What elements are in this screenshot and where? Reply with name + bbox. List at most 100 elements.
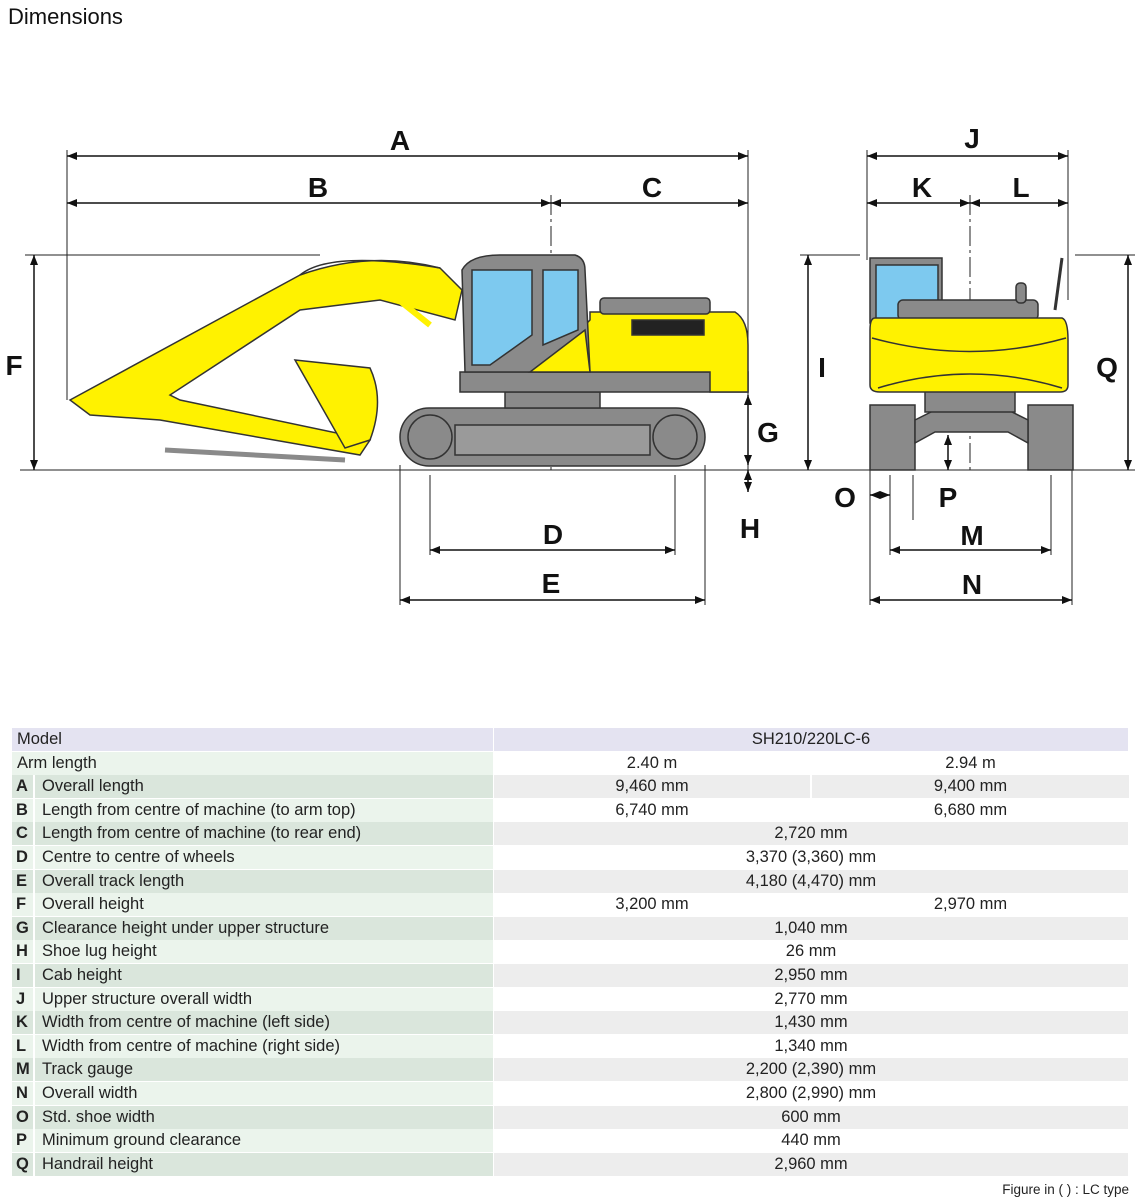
- divider: [33, 846, 35, 869]
- table-row: O Std. shoe width 600 mm: [12, 1105, 1128, 1130]
- dim-label-q: Q: [1096, 352, 1118, 383]
- dim-label-n: N: [962, 569, 982, 600]
- row-letter: P: [16, 1131, 28, 1150]
- row-letter: H: [16, 942, 28, 961]
- row-letter: O: [16, 1107, 29, 1126]
- bucket: [293, 359, 379, 449]
- row-label: Width from centre of machine (right side…: [42, 1036, 341, 1055]
- row-letter: Q: [16, 1154, 29, 1173]
- row-letter: G: [16, 918, 29, 937]
- counterweight: [869, 317, 1069, 393]
- row-value-1: 6,740 mm: [494, 798, 810, 822]
- row-letter: B: [16, 800, 28, 819]
- row-value: 440 mm: [494, 1129, 1128, 1153]
- dim-label-c: C: [642, 172, 662, 203]
- left-track: [869, 404, 916, 471]
- divider: [33, 987, 35, 1011]
- divider: [33, 940, 35, 964]
- table-row: C Length from centre of machine (to rear …: [12, 822, 1128, 846]
- right-track: [1027, 404, 1074, 471]
- row-label: Overall track length: [42, 871, 185, 890]
- row-value: 26 mm: [494, 940, 1128, 964]
- row-label: Std. shoe width: [42, 1107, 155, 1126]
- row-value: 2,770 mm: [494, 987, 1128, 1011]
- arm-length-value-1: 2.40 m: [626, 753, 678, 772]
- dim-label-e: E: [542, 568, 561, 599]
- row-value: 1,040 mm: [494, 916, 1128, 940]
- row-value: 600 mm: [494, 1105, 1128, 1129]
- row-value: 2,720 mm: [494, 822, 1128, 846]
- dim-label-o: O: [834, 482, 856, 513]
- dim-label-l: L: [1012, 172, 1029, 203]
- row-letter: A: [16, 777, 28, 796]
- row-label: Shoe lug height: [42, 942, 157, 961]
- row-label: Overall width: [42, 1084, 138, 1102]
- row-label: Length from centre of machine (to rear e…: [42, 824, 362, 843]
- row-letter: I: [16, 966, 21, 984]
- row-value: 3,370 (3,360) mm: [494, 846, 1128, 869]
- row-value: 1,340 mm: [494, 1034, 1128, 1058]
- row-letter: F: [16, 895, 27, 914]
- front-view: [869, 257, 1074, 471]
- row-value-2: 6,680 mm: [811, 798, 1129, 822]
- row-value: 1,430 mm: [494, 1011, 1128, 1035]
- row-value: 4,180 (4,470) mm: [494, 869, 1128, 893]
- boom-arm: [68, 259, 463, 456]
- dim-label-h: H: [740, 513, 760, 544]
- row-label: Width from centre of machine (left side): [42, 1013, 330, 1032]
- row-label: Centre to centre of wheels: [42, 848, 235, 866]
- arm-length-label: Arm length: [17, 753, 97, 772]
- divider: [33, 1034, 35, 1058]
- dim-label-a: A: [390, 125, 410, 156]
- dim-label-m: M: [960, 520, 983, 551]
- divider: [33, 1011, 35, 1035]
- dim-label-d: D: [543, 519, 563, 550]
- divider: [33, 916, 35, 940]
- divider: [33, 822, 35, 846]
- table-row: J Upper structure overall width 2,770 mm: [12, 987, 1128, 1012]
- divider: [33, 964, 35, 987]
- arm-length-row: Arm length 2.40 m 2.94 m: [12, 751, 1128, 776]
- row-letter: D: [16, 848, 28, 866]
- row-label: Minimum ground clearance: [42, 1131, 242, 1150]
- row-letter: N: [16, 1084, 28, 1102]
- model-label: Model: [17, 730, 62, 748]
- row-letter: J: [16, 989, 26, 1008]
- table-row: D Centre to centre of wheels 3,370 (3,360)…: [12, 846, 1128, 870]
- table-header-row: Model SH210/220LC-6: [12, 728, 1128, 752]
- divider: [33, 798, 35, 822]
- page-title: Dimensions: [8, 4, 123, 29]
- upper-frame: [459, 371, 749, 393]
- dim-label-k: K: [912, 172, 932, 203]
- row-label: Overall height: [42, 895, 144, 914]
- row-letter: C: [16, 824, 28, 843]
- side-view: [68, 254, 749, 467]
- row-letter: M: [16, 1060, 30, 1079]
- row-label: Length from centre of machine (to arm to…: [42, 800, 356, 819]
- model-value: SH210/220LC-6: [494, 728, 1128, 751]
- table-row: P Minimum ground clearance 440 mm: [12, 1129, 1128, 1153]
- dimension-letters: A B C D E F G H I J K L M N O P Q: [5, 123, 1117, 600]
- excavator-dimension-drawing: A B C D E F G H I J K L M N O P Q: [5, 123, 1135, 605]
- table-row: H Shoe lug height 26 mm: [12, 940, 1128, 964]
- row-label: Handrail height: [42, 1154, 153, 1173]
- divider: [33, 893, 35, 917]
- table-row: B Length from centre of machine (to arm t…: [12, 798, 1129, 823]
- divider: [33, 1082, 35, 1105]
- row-value-1: 9,460 mm: [494, 775, 810, 799]
- row-label: Upper structure overall width: [42, 989, 253, 1008]
- row-label: Cab height: [42, 966, 122, 984]
- divider: [33, 1058, 35, 1082]
- row-label: Track gauge: [42, 1060, 134, 1079]
- dim-label-b: B: [308, 172, 328, 203]
- divider: [33, 1129, 35, 1153]
